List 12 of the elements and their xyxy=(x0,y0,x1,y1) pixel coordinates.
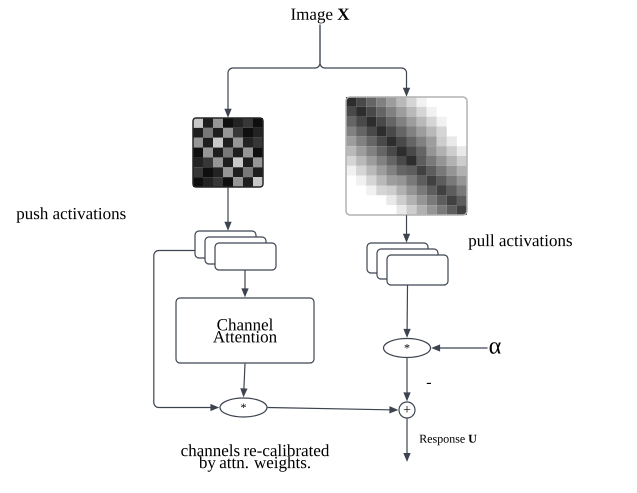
feature-stack-drawing xyxy=(366,242,449,286)
caption-label: pull activations xyxy=(468,234,572,250)
edge-label: Response U xyxy=(420,434,477,446)
activation-map-drawing xyxy=(192,117,264,188)
caption-label: push activations xyxy=(16,207,126,223)
activation-map-drawing xyxy=(345,96,468,216)
edge-label: - xyxy=(426,382,431,384)
title-label: Image X xyxy=(291,8,350,24)
alpha-label: α xyxy=(490,342,501,354)
caption-label: channels re-calibrated by attn. weights. xyxy=(181,444,330,472)
process-box: Channel Attention xyxy=(175,297,315,364)
feature-stack-drawing xyxy=(194,230,277,271)
